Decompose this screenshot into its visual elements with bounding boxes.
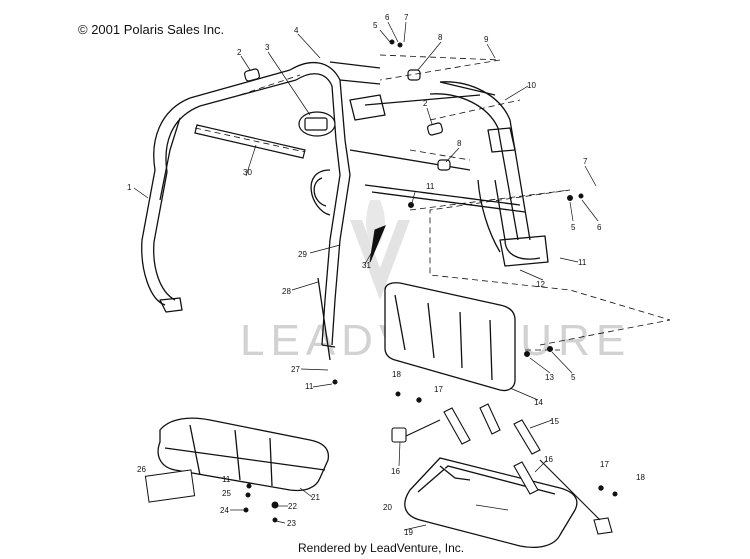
callout-9: 9 <box>484 35 489 44</box>
callout-21: 21 <box>311 493 320 502</box>
callout-19: 19 <box>404 528 413 537</box>
callout-29: 29 <box>298 250 307 259</box>
seat-belts <box>391 403 613 535</box>
callout-8b: 8 <box>457 139 462 148</box>
callout-5c: 5 <box>571 373 576 382</box>
copyright-notice: © 2001 Polaris Sales Inc. <box>78 22 225 37</box>
callout-20: 20 <box>383 503 392 512</box>
rops-frame <box>141 61 549 348</box>
callout-5: 5 <box>373 21 378 30</box>
callout-31: 31 <box>362 261 371 270</box>
callout-18: 18 <box>392 370 401 379</box>
callout-13: 13 <box>545 373 554 382</box>
callout-8: 8 <box>438 33 443 42</box>
callout-7b: 7 <box>583 157 588 166</box>
leader-lines <box>133 21 599 531</box>
callout-14: 14 <box>534 398 543 407</box>
callout-2b: 2 <box>423 99 428 108</box>
callout-24: 24 <box>220 506 229 515</box>
alignment-lines <box>194 54 671 351</box>
callout-11d: 11 <box>222 475 231 484</box>
callout-11b: 11 <box>578 258 587 267</box>
callout-1: 1 <box>127 183 132 192</box>
callout-22: 22 <box>288 502 297 511</box>
callout-15: 15 <box>550 417 559 426</box>
callout-3: 3 <box>265 43 270 52</box>
callout-23: 23 <box>287 519 296 528</box>
callout-16b: 16 <box>544 455 553 464</box>
seat-back <box>384 282 516 392</box>
callout-10: 10 <box>527 81 536 90</box>
seat-bottom <box>157 417 330 492</box>
callout-11c: 11 <box>305 382 314 391</box>
callout-12: 12 <box>536 280 545 289</box>
callout-6b: 6 <box>597 223 602 232</box>
callout-30: 30 <box>243 168 252 177</box>
callout-28: 28 <box>282 287 291 296</box>
callout-4: 4 <box>294 26 299 35</box>
callout-5b: 5 <box>571 223 576 232</box>
render-credit: Rendered by LeadVenture, Inc. <box>298 541 465 555</box>
callout-labels: 1 2 3 4 5 6 7 8 9 10 2 8 5 6 7 11 11 12 … <box>127 13 645 537</box>
warning-decal <box>144 469 196 503</box>
callout-2: 2 <box>237 48 242 57</box>
callout-26: 26 <box>137 465 146 474</box>
callout-16: 16 <box>391 467 400 476</box>
seat-pan <box>404 457 578 549</box>
callout-17: 17 <box>434 385 443 394</box>
callout-17b: 17 <box>600 460 609 469</box>
callout-25: 25 <box>222 489 231 498</box>
callout-27: 27 <box>291 365 300 374</box>
callout-7: 7 <box>404 13 409 22</box>
callout-18b: 18 <box>636 473 645 482</box>
headrest-pad <box>298 111 336 137</box>
callout-6: 6 <box>385 13 390 22</box>
coupler-sleeves <box>194 68 451 171</box>
callout-11: 11 <box>426 182 435 191</box>
